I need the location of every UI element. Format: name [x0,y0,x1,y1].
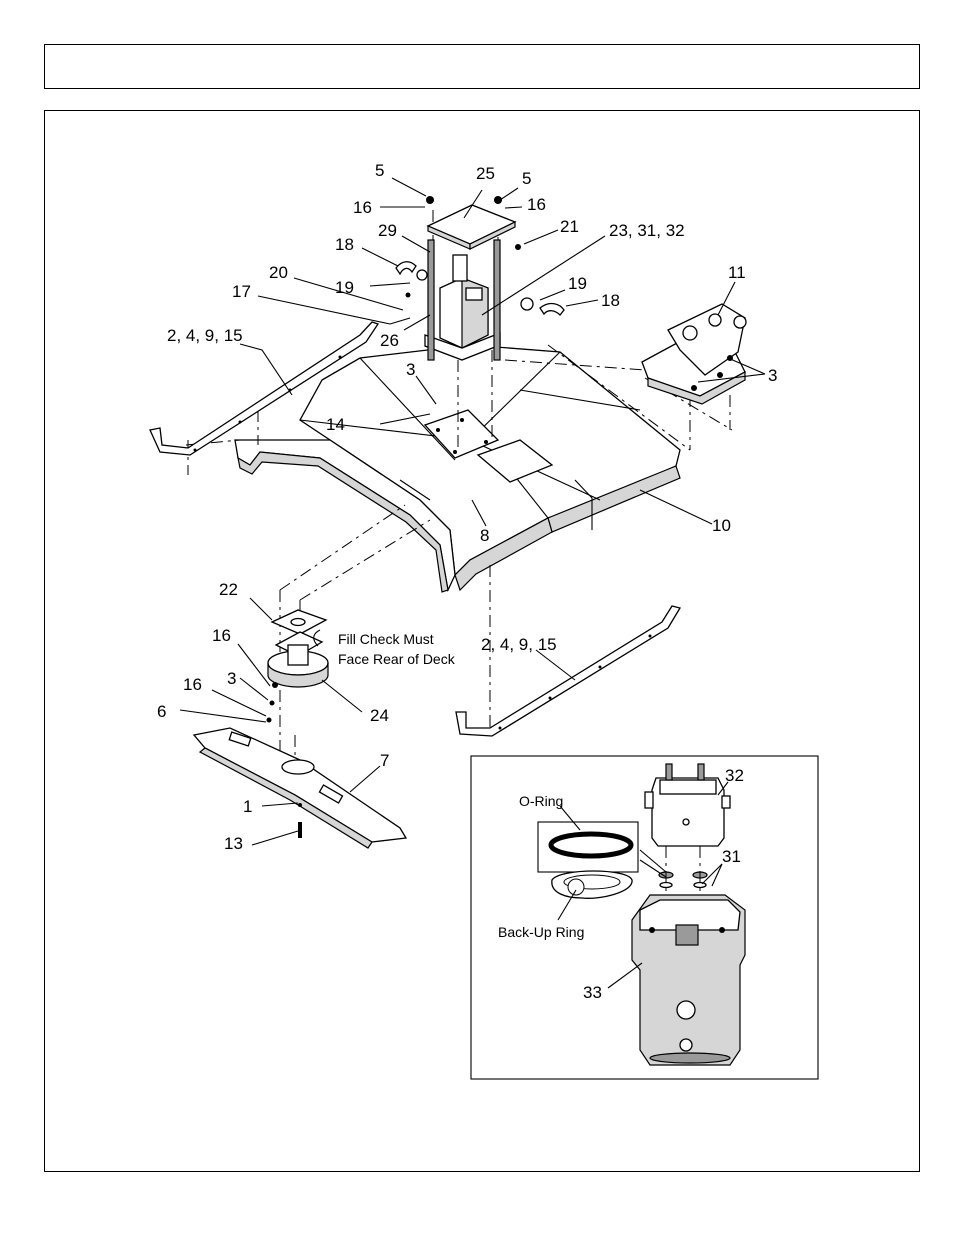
inset-frame [470,755,819,1080]
callout-29: 29 [378,221,397,240]
callout-20: 20 [269,263,288,282]
skid-rail-upper [149,321,380,456]
callout-19: 19 [568,274,587,293]
callout-11: 11 [728,263,746,282]
skid-rail-lower [455,605,682,737]
callout-10: 10 [712,516,731,535]
callout-8: 8 [480,526,489,545]
diagram-frame [44,110,920,1172]
header-box [44,44,920,89]
hose-fitting-right [539,302,565,316]
deck-mount-plate [423,409,500,459]
backup-ring-label: Back-Up Ring [498,924,584,940]
leader-lines [179,177,766,846]
deck-left-arm-side [237,451,449,593]
callout-18: 18 [335,235,354,254]
callout-3: 3 [227,669,236,688]
callout-22: 22 [219,580,238,599]
callout-2-4-9-15: 2, 4, 9, 15 [167,326,243,345]
callout-5: 5 [522,169,531,188]
callout-13: 13 [224,834,243,853]
callout-16: 16 [183,675,202,694]
spindle-assembly [266,609,329,723]
note-line-2: Face Rear of Deck [338,651,456,667]
callout-26: 26 [380,331,399,350]
hose-fitting-left [395,261,417,276]
motor-body [631,894,746,1066]
callout-6: 6 [157,702,166,721]
callout-16: 16 [527,195,546,214]
callout-3: 3 [406,360,415,379]
washer-19-right [520,297,534,311]
deck-spindle-opening [476,439,554,483]
callout-7: 7 [380,751,389,770]
callout-16: 16 [212,626,231,645]
callout-2-4-9-15: 2, 4, 9, 15 [481,635,557,654]
hitch-bracket [641,303,747,405]
callout-25: 25 [476,164,495,183]
motor-upper-assembly [405,196,521,361]
deck-front-skirt [454,517,553,592]
callout-23-31-32: 23, 31, 32 [609,221,685,240]
inset-detail: 32 31 33 O-Ring Back-Up Ring [470,755,819,1080]
callout-31: 31 [722,847,741,866]
callout-5: 5 [375,161,384,180]
top-plate [426,204,517,245]
mower-deck [234,344,681,593]
callout-21: 21 [560,217,579,236]
mower-blade [192,727,408,849]
callout-32: 32 [725,766,744,785]
callout-33: 33 [583,983,602,1002]
callout-24: 24 [370,706,389,725]
callout-14: 14 [326,415,345,434]
note-line-1: Fill Check Must [338,631,434,647]
callout-1: 1 [243,797,252,816]
callout-18: 18 [601,291,620,310]
callout-17: 17 [232,282,251,301]
callout-19: 19 [335,278,354,297]
oring-label: O-Ring [519,793,563,809]
callout-16: 16 [353,198,372,217]
callout-3: 3 [768,366,777,385]
